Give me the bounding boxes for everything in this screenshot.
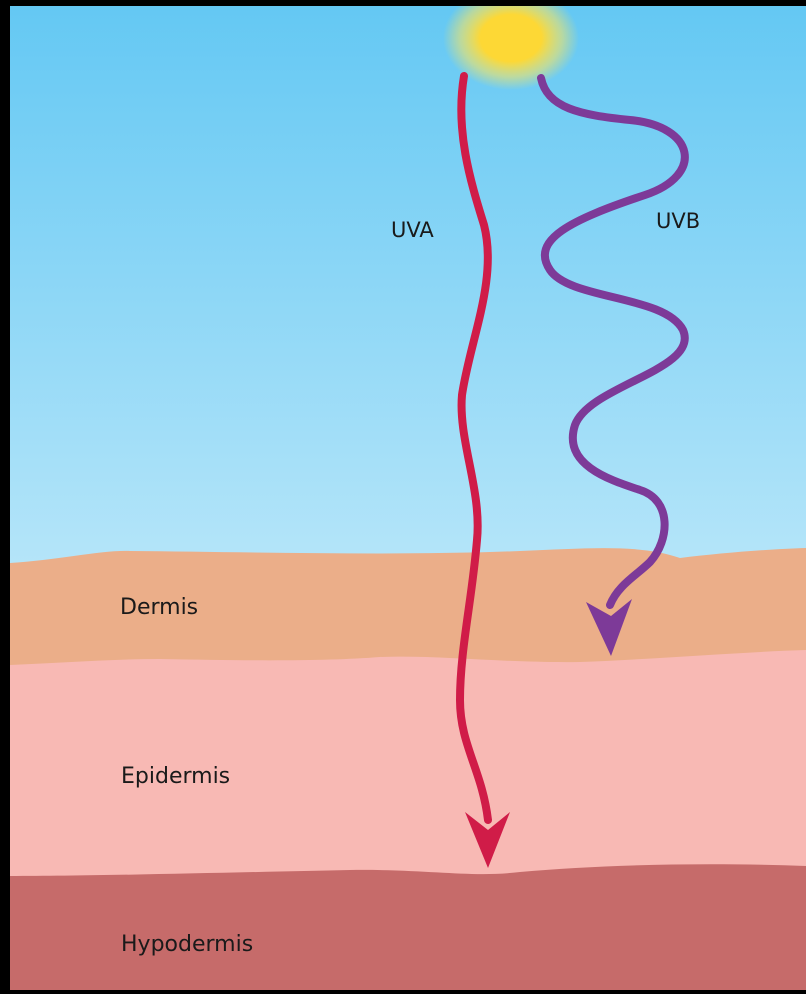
hypodermis-layer bbox=[10, 864, 806, 990]
dermis-label: Dermis bbox=[120, 595, 198, 620]
uvb-label: UVB bbox=[656, 209, 700, 233]
epidermis-label: Epidermis bbox=[121, 764, 230, 789]
uva-label: UVA bbox=[391, 218, 434, 242]
hypodermis-label: Hypodermis bbox=[121, 932, 253, 957]
